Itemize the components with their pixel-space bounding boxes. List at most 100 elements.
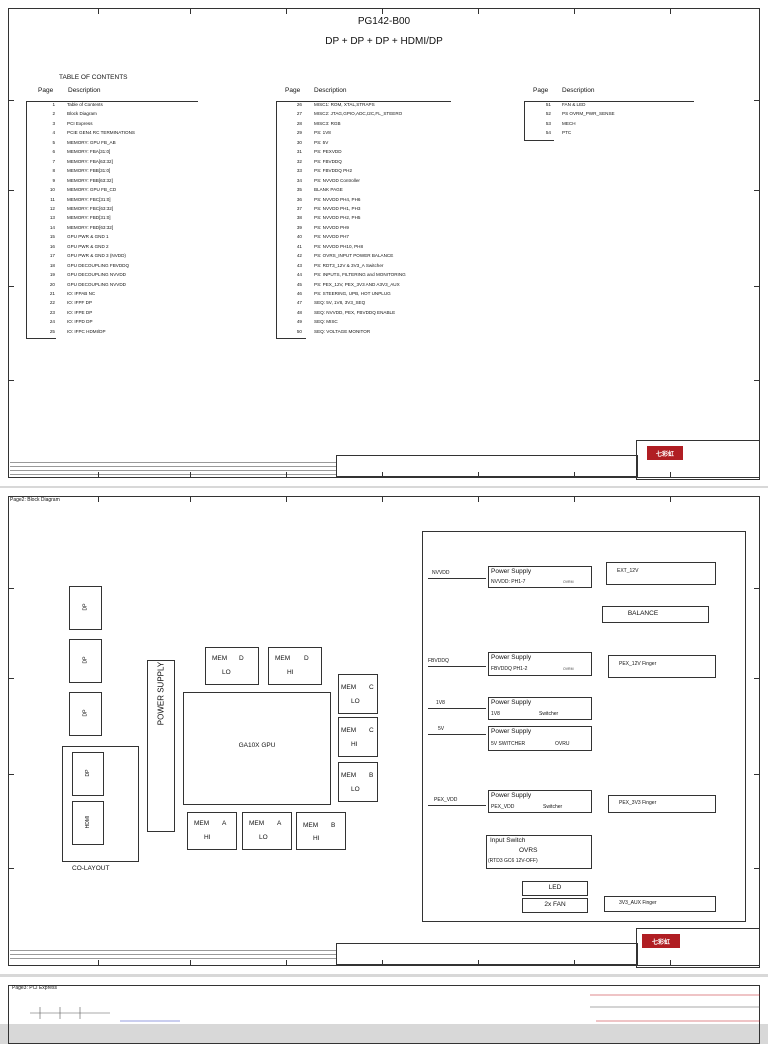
frame-tick [382, 472, 383, 478]
toc-description: PS: 1V8 [314, 130, 331, 136]
toc-description: PS: NVVDD PH2, PH5 [314, 215, 361, 221]
toc-page-number: 28 [296, 120, 302, 126]
toc-page-number: 6 [52, 149, 55, 155]
frame-tick [754, 380, 760, 381]
rail-nvvdd-line [428, 578, 486, 579]
toc-description: PS: PEXVDD [314, 149, 342, 155]
sheet-table-of-contents: PG142-B00 DP + DP + DP + HDMI/DP TABLE O… [0, 0, 768, 486]
frame-tick [670, 472, 671, 478]
ps-nvvdd: Power Supply NVVDD: PH1-7 OVRM [488, 566, 592, 588]
mem-d-lo-c: LO [222, 669, 231, 676]
legal-text-line [10, 474, 336, 475]
mem-a-hi-b: A [222, 820, 227, 827]
toc-description: PS: RDT3_12V & 3V3_A Switcher [314, 262, 384, 268]
toc-page-number: 37 [296, 205, 302, 211]
toc-page-number: 39 [296, 224, 302, 230]
toc-description: MEMORY: GPU FB_AB [67, 139, 116, 145]
frame-tick [190, 8, 191, 14]
toc-page-number: 15 [49, 234, 55, 240]
toc-description: GPU PWR & GND 2 [67, 243, 109, 249]
ps-nvvdd-sub: NVVDD: PH1-7 [491, 579, 526, 585]
led-label: LED [548, 884, 562, 891]
ps-5v-tag: OVRU [555, 741, 570, 747]
frame-tick [478, 8, 479, 14]
col3-bracket-foot [524, 140, 554, 141]
toc-description: MEMORY: FBB[31:0] [67, 168, 111, 174]
toc-page-number: 31 [296, 149, 302, 155]
toc-description: IO: IFPD DP [67, 319, 93, 325]
frame-tick [478, 472, 479, 478]
toc-page-number: 54 [545, 130, 551, 136]
ps-pex-vdd: Power Supply PEX_VDD Switcher [488, 790, 592, 813]
toc-description: PCIE GEN4 RC TERMINATIONS [67, 130, 135, 136]
ps-5v-title: Power Supply [491, 728, 532, 735]
ps-pex-tag: Switcher [543, 804, 563, 810]
toc-page-number: 9 [52, 177, 55, 183]
balance-box: BALANCE [602, 606, 709, 623]
ps-nvvdd-title: Power Supply [491, 568, 532, 575]
toc-description: PS: NVVDD PH4, PH6 [314, 196, 361, 202]
frame-tick [8, 380, 14, 381]
board-title: PG142-B00 [357, 16, 411, 27]
ps-pex-sub: PEX_VDD [491, 804, 515, 810]
aux-3v3-label: 3V3_AUX Finger [619, 900, 657, 906]
dp-connector-2-label: DP [82, 656, 89, 664]
mem-a-lo-b: A [277, 820, 282, 827]
frame-tick [670, 8, 671, 14]
col2-desc-header: Description [314, 87, 347, 94]
toc-description: PS: PEX_12V, PEX_3V3 AND A3V3_AUX [314, 281, 400, 287]
rail-pex-vdd-line [428, 805, 486, 806]
legal-text-line [10, 470, 336, 471]
toc-description: SEQ: 5V, 1V8, 3V3_SEQ [314, 300, 366, 306]
toc-description: GPU DECOUPLING FBVDDQ [67, 262, 130, 268]
mem-b-hi: MEM B HI [296, 812, 346, 850]
dp-connector-3: DP [69, 692, 102, 736]
toc-description: GPU DECOUPLING NVVDD [67, 272, 126, 278]
frame-tick [754, 774, 760, 775]
toc-description: MEMORY: FBA[63:32] [67, 158, 113, 164]
rail-1v8-line [428, 708, 486, 709]
col3-bracket [524, 101, 525, 141]
dp-connector-2: DP [69, 639, 102, 683]
toc-description: PS: INPUTS, FILTERING and MONITORING [314, 272, 406, 278]
mem-a-hi-a: MEM [194, 820, 210, 827]
legal-text-line [10, 466, 336, 467]
legal-text-line [10, 950, 336, 951]
frame-tick [754, 100, 760, 101]
ps-fbvddq-tag: OVRM [563, 667, 574, 671]
col2-header-rule [276, 101, 451, 102]
mem-b-hi-a: MEM [303, 822, 319, 829]
toc-description: MEMORY: FBD[63:32] [67, 224, 114, 230]
frame-tick [190, 496, 191, 502]
toc-page-number: 27 [296, 111, 302, 117]
pcie-schematic-fragment [30, 994, 760, 1022]
col1-header-rule [26, 101, 198, 102]
frame-tick [98, 960, 99, 966]
mem-d-lo-b: D [239, 655, 244, 662]
power-supply-block: POWER SUPPLY [147, 660, 175, 832]
revision-block [336, 943, 638, 965]
toc-description: IO: IFPE DP [67, 309, 93, 315]
dp-connector-1: DP [69, 586, 102, 630]
toc-description: PS: 5V [314, 139, 329, 145]
frame-tick [8, 774, 14, 775]
title-block [636, 928, 760, 968]
toc-page-number: 18 [49, 262, 55, 268]
toc-page-number: 43 [296, 262, 302, 268]
toc-page-number: 48 [296, 309, 302, 315]
toc-page-number: 21 [49, 291, 55, 296]
mem-a-lo-a: MEM [249, 820, 265, 827]
hdmi-connector-label: HDMI [85, 815, 91, 829]
toc-page-number: 36 [296, 196, 302, 202]
toc-description: PS: NVVDD PH1, PH3 [314, 205, 361, 211]
mem-c-hi: MEM C HI [338, 717, 378, 757]
col1-bracket-foot [26, 338, 56, 339]
mem-b-lo: MEM B LO [338, 762, 378, 802]
frame-tick [8, 678, 14, 679]
toc-page-number: 26 [296, 102, 302, 107]
toc-page-number: 52 [545, 111, 551, 117]
col1-desc-header: Description [68, 87, 101, 94]
toc-page-number: 42 [296, 253, 302, 259]
ps-fbvddq-title: Power Supply [491, 654, 532, 661]
mem-b-hi-b: B [331, 822, 336, 829]
